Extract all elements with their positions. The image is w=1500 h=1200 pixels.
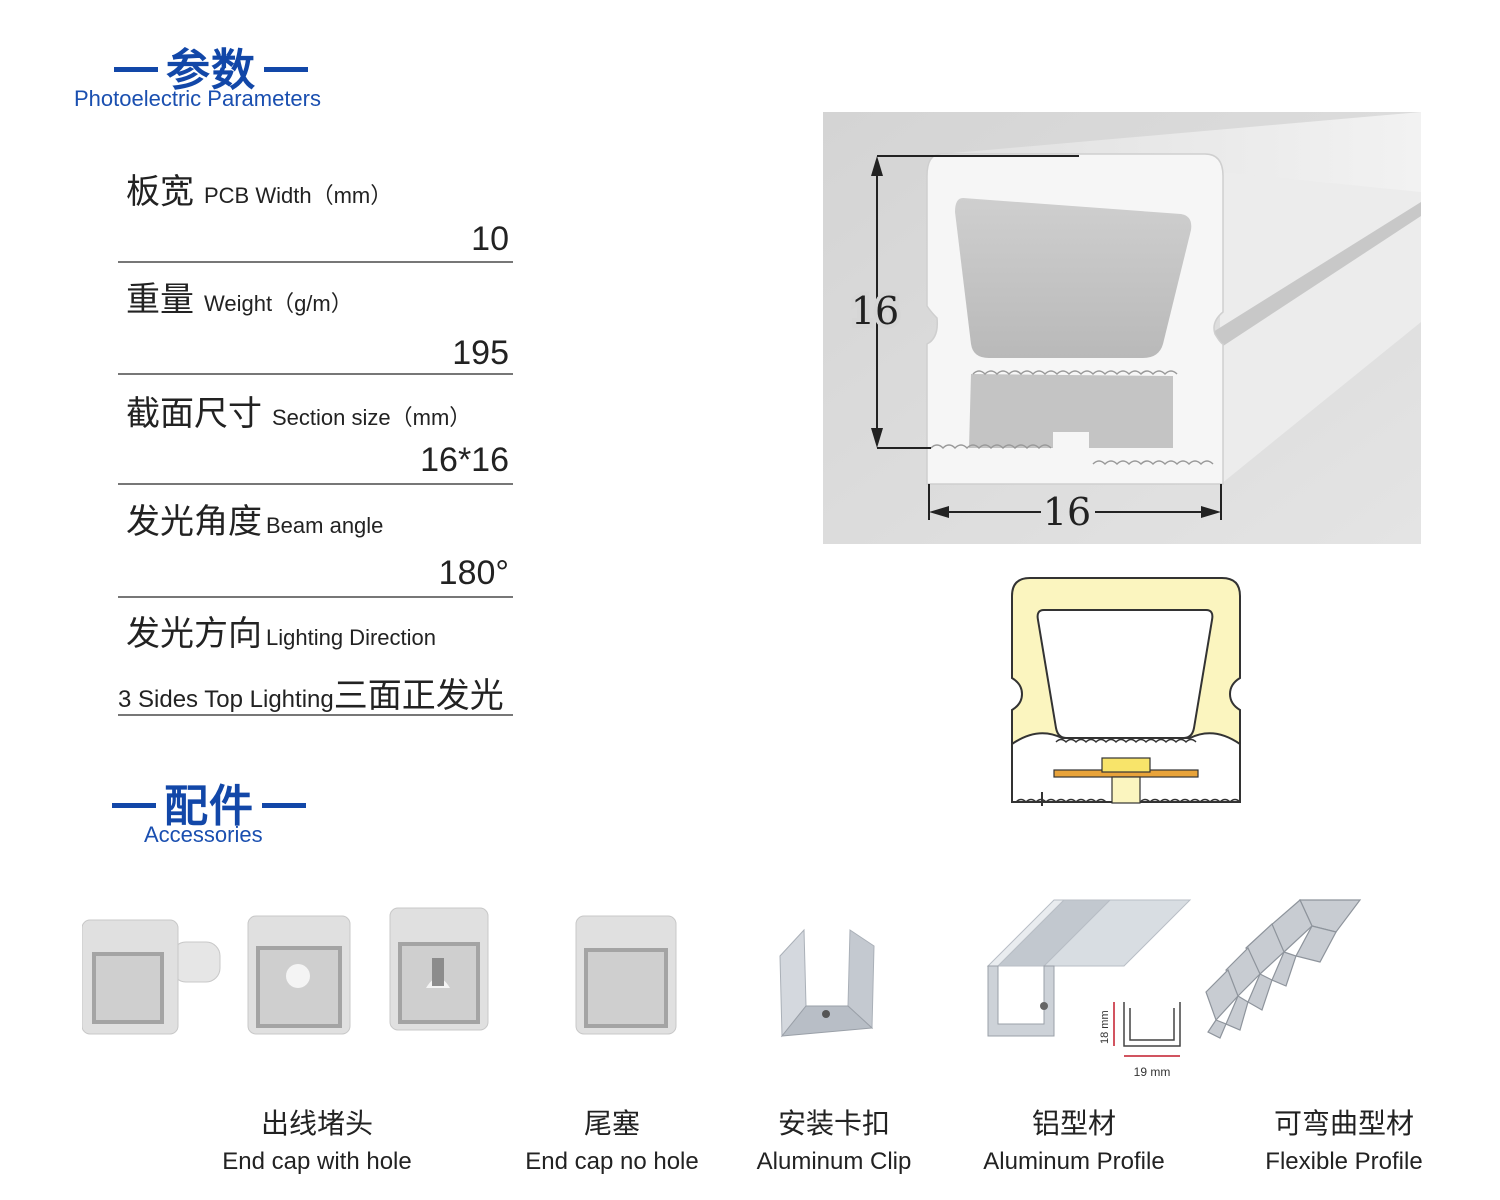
serration-bottom bbox=[930, 444, 1214, 466]
diagram-serration-top bbox=[1055, 738, 1197, 743]
param-divider bbox=[118, 483, 513, 485]
param-section-size-value: 16*16 bbox=[420, 441, 509, 479]
heading-dash-left bbox=[112, 802, 156, 808]
upper-hollow bbox=[1036, 609, 1214, 739]
extrusion-side bbox=[1219, 172, 1421, 484]
param-divider bbox=[118, 373, 513, 375]
profile-dimension-render: 16 16 bbox=[823, 112, 1421, 544]
profile-height-label: 18 mm bbox=[1099, 1010, 1111, 1044]
flexible-profile-image bbox=[1205, 899, 1362, 1039]
serration-top bbox=[972, 370, 1178, 376]
dim-arrow-down bbox=[871, 428, 883, 448]
accessory-caption-cn: 出线堵头 bbox=[260, 1107, 373, 1140]
silicone-stem bbox=[1111, 776, 1141, 804]
pcb-slot bbox=[1053, 432, 1089, 464]
accessories-heading: 配件 bbox=[104, 770, 314, 834]
dim-width-label: 16 bbox=[1043, 490, 1091, 534]
param-pcb-width-value: 10 bbox=[471, 220, 509, 258]
aluminum-clip-image bbox=[779, 928, 875, 1038]
aluminum-profile-image: 18 mm 19 mm bbox=[986, 899, 1192, 1079]
end-cap-outlet-image bbox=[82, 919, 221, 1035]
accessories-heading-en: Accessories bbox=[144, 822, 263, 847]
param-lighting-direction-value: 3 Sides Top Lighting三面正发光 bbox=[118, 676, 504, 716]
profile-outline-sketch bbox=[1123, 1002, 1181, 1047]
dim-arrow-up bbox=[871, 156, 883, 176]
diagram-serration-bottom bbox=[1015, 798, 1241, 803]
accessory-caption-en: Aluminum Profile bbox=[983, 1148, 1165, 1175]
lower-channel bbox=[969, 374, 1173, 448]
cap-hole bbox=[286, 964, 310, 988]
param-divider bbox=[118, 261, 513, 263]
accessory-caption-en: Flexible Profile bbox=[1265, 1148, 1423, 1175]
accessory-caption-en: End cap no hole bbox=[525, 1148, 699, 1175]
params-heading-en: Photoelectric Parameters bbox=[74, 86, 321, 111]
param-divider bbox=[118, 596, 513, 598]
heading-dash-left bbox=[114, 66, 158, 72]
heading-dash-right bbox=[264, 66, 308, 72]
accessories-heading-cn: 配件 bbox=[164, 781, 254, 832]
accessory-caption-cn: 尾塞 bbox=[583, 1107, 640, 1140]
param-divider bbox=[118, 714, 513, 716]
accessory-caption-en: End cap with hole bbox=[222, 1148, 412, 1175]
profile-screw-hole bbox=[1040, 1002, 1048, 1010]
param-beam-angle-value: 180° bbox=[438, 554, 509, 592]
end-cap-plain-image bbox=[575, 915, 677, 1035]
accessory-caption-cn: 安装卡扣 bbox=[777, 1107, 890, 1140]
dim-arrow-right bbox=[1201, 506, 1221, 518]
param-weight-value: 195 bbox=[452, 334, 509, 372]
heading-dash-right bbox=[262, 802, 306, 808]
extrusion-rib bbox=[1213, 202, 1421, 350]
end-cap-slot-image bbox=[389, 907, 489, 1031]
params-heading: 参数 bbox=[106, 34, 316, 98]
params-heading-cn: 参数 bbox=[166, 45, 256, 96]
end-cap-hole-image bbox=[247, 915, 351, 1035]
accessory-caption-cn: 铝型材 bbox=[1031, 1107, 1116, 1140]
clip-screw-hole bbox=[822, 1010, 830, 1018]
profile-width-label: 19 mm bbox=[1134, 1065, 1171, 1079]
accessory-caption-en: Aluminum Clip bbox=[756, 1148, 912, 1175]
lit-cross-section-diagram bbox=[1011, 577, 1241, 806]
upper-cavity bbox=[955, 198, 1192, 358]
led-chip bbox=[1101, 757, 1151, 773]
dim-height-label: 16 bbox=[851, 289, 899, 333]
dim-arrow-left bbox=[929, 506, 949, 518]
accessory-caption-cn: 可弯曲型材 bbox=[1273, 1107, 1414, 1140]
